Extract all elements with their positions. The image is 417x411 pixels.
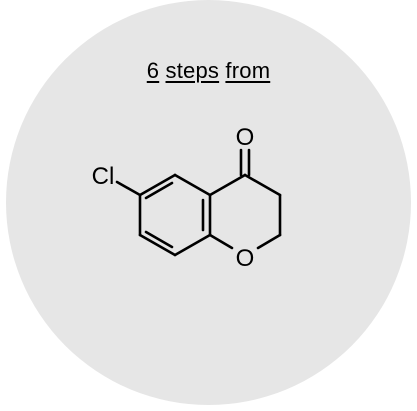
chlorine-label: Cl <box>92 163 115 190</box>
step-count-link[interactable]: 6 <box>146 58 160 83</box>
background-circle <box>6 0 411 405</box>
double-bond-c5-c6 <box>144 181 174 200</box>
bond-o1-c8a <box>208 233 234 250</box>
bond-c4-c3 <box>243 173 282 197</box>
bond-c2-o1 <box>256 233 282 250</box>
ring-oxygen-label: O <box>236 245 255 272</box>
bond-c4a-c5 <box>173 173 212 197</box>
bond-c8-c8a <box>173 233 212 257</box>
carbonyl-oxygen-label: O <box>236 124 255 151</box>
bond-c7-c8 <box>138 233 177 257</box>
bond-c5-c6 <box>138 173 177 197</box>
bond-c6-cl <box>115 180 142 197</box>
bond-c4a-c4 <box>208 173 247 197</box>
steps-caption: 6 steps from <box>0 58 417 84</box>
double-bond-c7-c8 <box>144 230 174 249</box>
steps-link[interactable]: steps <box>165 58 220 83</box>
from-link[interactable]: from <box>225 58 271 83</box>
